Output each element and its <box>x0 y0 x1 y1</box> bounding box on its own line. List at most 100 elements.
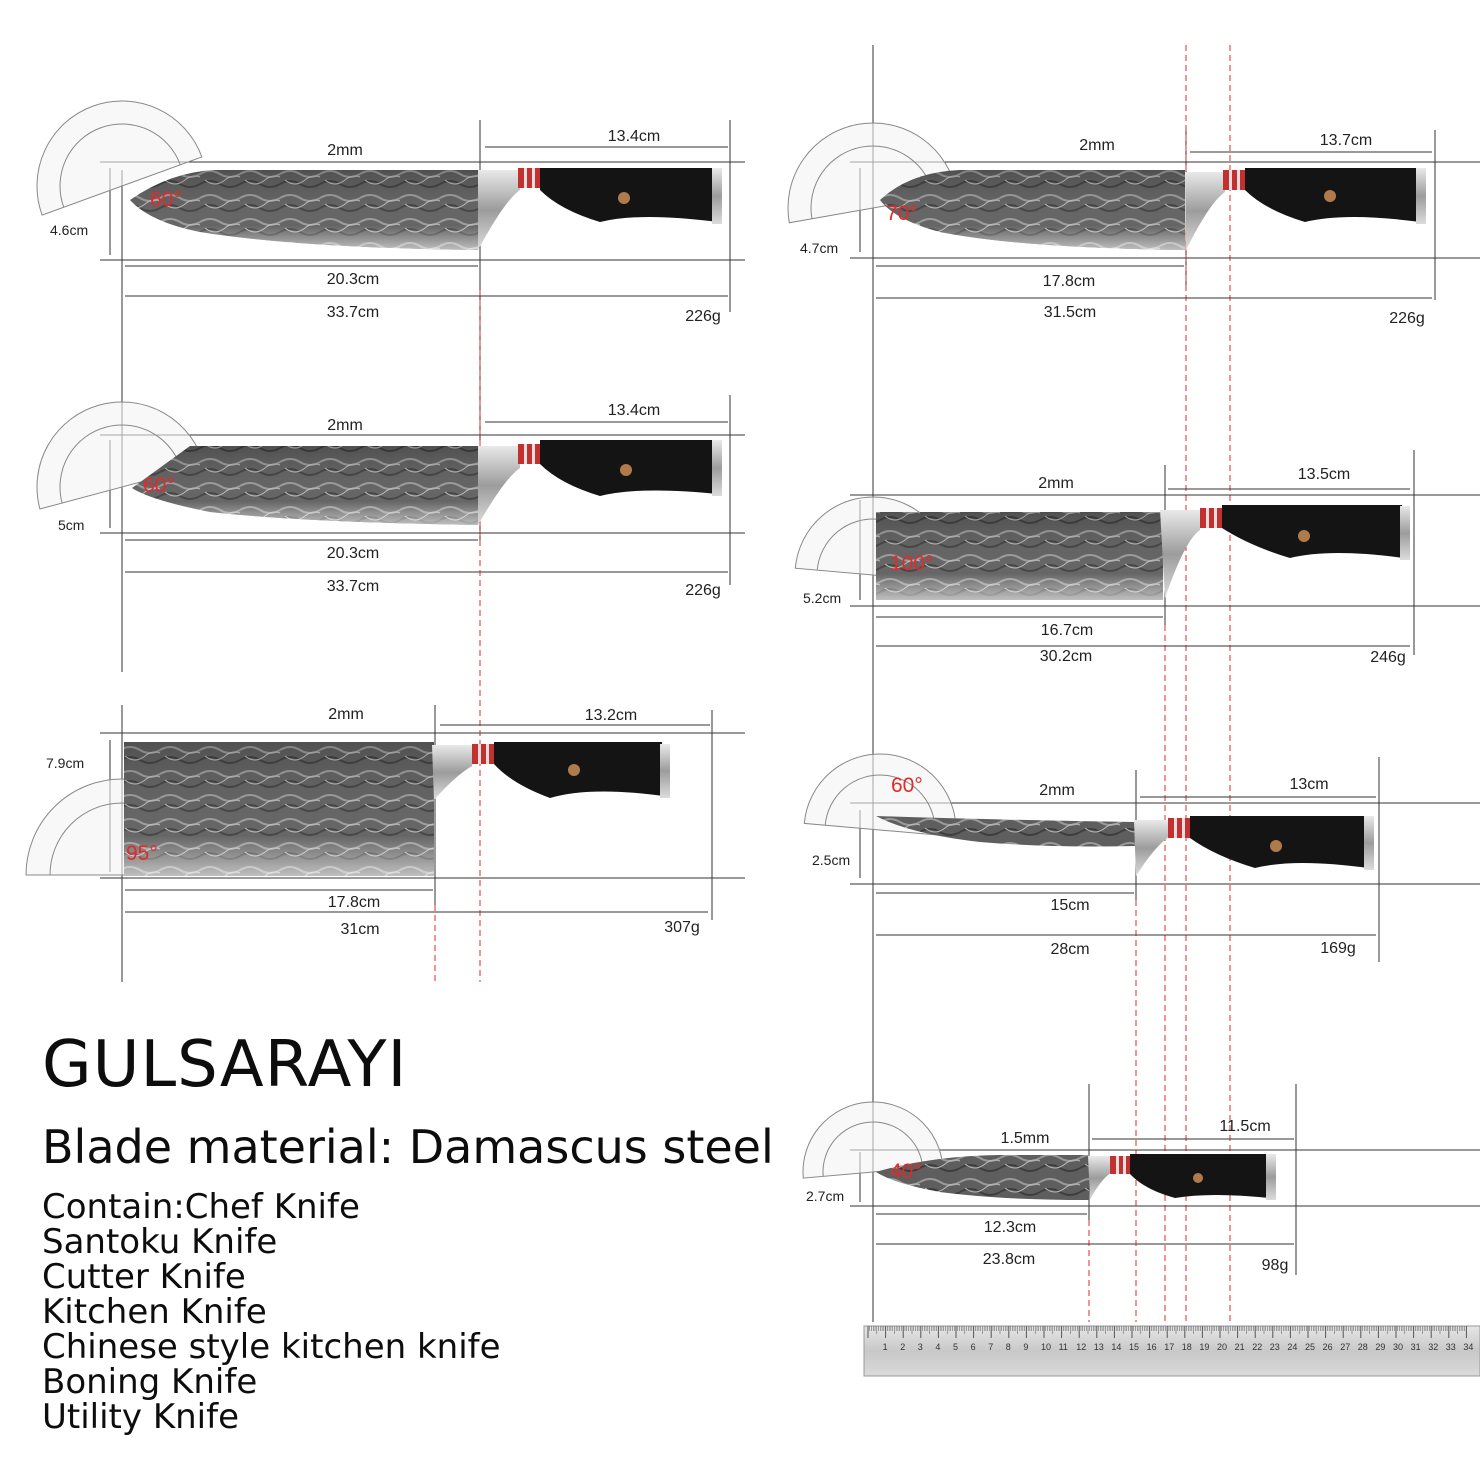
knife5-thickness: 2mm <box>1038 475 1074 492</box>
knife7-total: 23.8cm <box>982 1251 1036 1268</box>
knife4-total: 31.5cm <box>1043 304 1097 321</box>
knife2-thickness: 2mm <box>327 417 363 434</box>
knife5-angle: 100° <box>890 552 934 575</box>
ruler-number: 24 <box>1287 1342 1297 1352</box>
left-red-guides <box>434 290 481 982</box>
knife1-handle: 13.4cm <box>607 128 661 145</box>
knife7-thickness: 1.5mm <box>1000 1130 1050 1147</box>
knife3-handle: 13.2cm <box>584 707 638 724</box>
knife-chef <box>130 168 722 250</box>
knife1-weight: 226g <box>685 308 721 325</box>
knife4-handle: 13.7cm <box>1319 132 1373 149</box>
knife-cleaver <box>124 742 670 876</box>
contains-list: Contain:Chef Knife Santoku Knife Cutter … <box>42 1190 501 1435</box>
knife6-total: 28cm <box>1050 941 1090 958</box>
ruler-number: 30 <box>1393 1342 1403 1352</box>
ruler-number: 25 <box>1305 1342 1315 1352</box>
brand-title: GULSARAYI <box>42 1028 408 1102</box>
ruler-number: 12 <box>1076 1342 1086 1352</box>
ruler-number: 6 <box>971 1342 976 1352</box>
knife2-blade: 20.3cm <box>326 545 380 562</box>
protractor-2 <box>36 401 205 510</box>
ruler-number: 1 <box>883 1342 888 1352</box>
protractor-7 <box>802 1101 944 1179</box>
knife4-blade: 17.8cm <box>1042 273 1096 290</box>
knife6-angle: 60° <box>891 774 923 797</box>
contains-item: Santoku Knife <box>42 1222 278 1262</box>
ruler-number: 14 <box>1111 1342 1121 1352</box>
knife1-angle: 60° <box>150 188 182 211</box>
ruler-number: 13 <box>1094 1342 1104 1352</box>
ruler-number: 10 <box>1041 1342 1051 1352</box>
knife-boning <box>876 816 1374 876</box>
ruler-number: 9 <box>1023 1342 1028 1352</box>
ruler-number: 21 <box>1235 1342 1245 1352</box>
knife7-angle: 40° <box>890 1160 922 1183</box>
knife6-handle: 13cm <box>1289 776 1329 793</box>
ruler-number: 11 <box>1059 1342 1068 1352</box>
knife2-angle: 60° <box>143 474 175 497</box>
knife3-height: 7.9cm <box>46 755 85 771</box>
knife5-total: 30.2cm <box>1039 648 1093 665</box>
knife6-height: 2.5cm <box>812 852 851 868</box>
ruler-number: 20 <box>1217 1342 1227 1352</box>
dimension-lines <box>100 146 1480 1245</box>
ruler-number: 17 <box>1164 1342 1174 1352</box>
knife7-blade: 12.3cm <box>983 1219 1037 1236</box>
knife2-height: 5cm <box>58 517 85 533</box>
knife3-weight: 307g <box>664 919 700 936</box>
knife6-weight: 169g <box>1320 940 1356 957</box>
contains-item: Kitchen Knife <box>42 1292 267 1332</box>
knife7-height: 2.7cm <box>806 1188 845 1204</box>
knife2-handle: 13.4cm <box>607 402 661 419</box>
ruler-number: 29 <box>1375 1342 1385 1352</box>
contains-item: Utility Knife <box>42 1397 239 1437</box>
ruler-number: 28 <box>1358 1342 1368 1352</box>
ruler-number: 7 <box>988 1342 993 1352</box>
knife1-thickness: 2mm <box>327 142 363 159</box>
knife3-blade: 17.8cm <box>327 894 381 911</box>
contains-item: Boning Knife <box>42 1362 258 1402</box>
ruler-number: 4 <box>935 1342 940 1352</box>
knife-kitchen <box>880 168 1426 250</box>
knife4-height: 4.7cm <box>800 240 839 256</box>
blade-material: Blade material: Damascus steel <box>42 1120 774 1174</box>
knife-nakiri <box>876 505 1410 600</box>
ruler-number: 19 <box>1199 1342 1209 1352</box>
knife3-thickness: 2mm <box>328 706 364 723</box>
ruler-number: 22 <box>1252 1342 1262 1352</box>
knife1-total: 33.7cm <box>326 304 380 321</box>
knife1-height: 4.6cm <box>50 222 89 238</box>
ruler-number: 18 <box>1182 1342 1192 1352</box>
ruler-number: 31 <box>1411 1342 1421 1352</box>
knife6-blade: 15cm <box>1050 897 1090 914</box>
knife4-thickness: 2mm <box>1079 137 1115 154</box>
ruler-number: 34 <box>1463 1342 1473 1352</box>
ruler-number: 27 <box>1340 1342 1350 1352</box>
knife3-angle: 95° <box>126 842 158 865</box>
contains-item: Chinese style kitchen knife <box>42 1327 501 1367</box>
knife1-blade: 20.3cm <box>326 271 380 288</box>
ruler-number: 33 <box>1446 1342 1456 1352</box>
knife5-weight: 246g <box>1370 649 1406 666</box>
contains-item: Contain:Chef Knife <box>42 1187 360 1227</box>
ruler-number: 23 <box>1270 1342 1280 1352</box>
knife2-total: 33.7cm <box>326 578 380 595</box>
ruler-number: 26 <box>1323 1342 1333 1352</box>
ruler-number: 15 <box>1129 1342 1139 1352</box>
knife5-height: 5.2cm <box>803 590 842 606</box>
knife6-thickness: 2mm <box>1039 782 1075 799</box>
protractor-6 <box>803 753 957 838</box>
ruler-number: 16 <box>1147 1342 1157 1352</box>
knife7-handle: 11.5cm <box>1219 1118 1271 1135</box>
knife4-weight: 226g <box>1389 310 1425 327</box>
knife4-angle: 70° <box>886 202 918 225</box>
knife3-total: 31cm <box>340 921 380 938</box>
ruler-number: 8 <box>1006 1342 1011 1352</box>
contains-item: Cutter Knife <box>42 1257 246 1297</box>
knife7-weight: 98g <box>1261 1257 1289 1274</box>
knife-santoku <box>132 440 722 525</box>
ruler-number: 5 <box>953 1342 958 1352</box>
